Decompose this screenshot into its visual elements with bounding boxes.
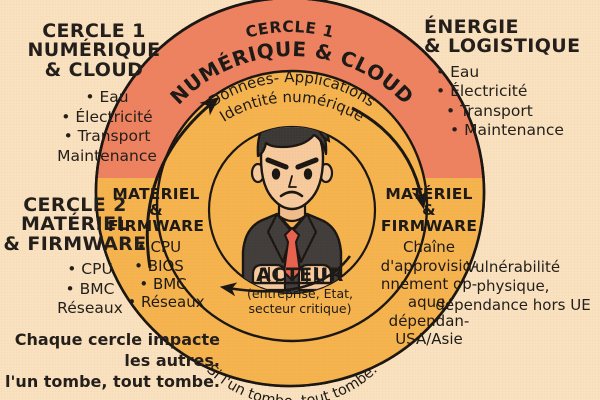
list-item: • Eau <box>85 88 129 107</box>
list-item: Maintenance <box>57 146 157 165</box>
inner-ring-right-label: MATÉRIEL & FIRMWARE Chaîne d'approvisio-… <box>376 186 482 348</box>
list-item: • BIOS <box>134 256 184 275</box>
cercle1-title-line2: NUMÉRIQUE <box>27 39 161 62</box>
footnote-text: Chaque cercle impacte les autres. Si l'u… <box>0 330 220 392</box>
inner-left-heading-line1: MATÈRIEL <box>112 185 200 203</box>
cercle1-title: CERCLE 1 NUMÉRIQUE & CLOUD <box>0 20 200 81</box>
inner-left-heading-line3: FIRMWARE <box>107 217 205 236</box>
inner-ring-left-label: MATÈRIEL & FIRMWARE • CPU • BIOS • BMC •… <box>104 186 208 312</box>
outer-ring-cercle-label: CERCLE 1 <box>244 18 336 42</box>
inner-right-heading-line3: FIRMWARE <box>380 217 478 236</box>
outside-block-cercle1: CERCLE 1 NUMÉRIQUE & CLOUD • Eau • Élect… <box>0 20 200 166</box>
footnote-line2: les autres. <box>124 350 220 370</box>
cercle2-title-line2: MATÉRIEL <box>20 213 130 236</box>
list-item: • Réseaux <box>127 293 205 312</box>
list-item: • Transport <box>63 127 151 146</box>
acteur-subtitle: (entreprise, Etat, secteur critique) <box>224 286 376 317</box>
inner-right-body-line4: aque, <box>407 293 451 312</box>
vulnerabilite-line2: physique, <box>476 277 550 296</box>
inner-left-heading-line2: & <box>149 201 163 220</box>
footnote-line3: Si l'un tombe, tout tombe. <box>0 371 220 391</box>
list-item: • Électricité <box>61 107 153 126</box>
cercle2-item-list: • CPU • BMC Réseaux <box>0 260 172 319</box>
vulnerabilite-line3: dépendance hors UE <box>435 296 591 315</box>
outside-block-cercle2: CERCLE 2 MATÉRIEL & FIRMWARE • CPU • BMC… <box>0 194 172 319</box>
inner-right-body-line5: dépendan- <box>388 311 470 330</box>
cercle1-item-list: • Eau • Électricité • Transport Maintena… <box>0 88 200 166</box>
cercle2-title-line3: & FIRMWARE <box>3 232 147 255</box>
list-item: • Électricité <box>436 82 528 101</box>
vulnerabilite-line1: Vulnérabilité <box>465 258 561 276</box>
arrow-inner <box>219 255 352 297</box>
inner-right-heading-line1: MATÉRIEL <box>385 185 473 203</box>
footnote-line1: Chaque cercle impacte <box>14 330 220 349</box>
acteur-title: ACTEUR <box>256 264 344 286</box>
list-item: • Maintenance <box>450 121 564 140</box>
cercle2-title: CERCLE 2 MATÉRIEL & FIRMWARE <box>0 194 172 255</box>
outside-block-vulnerabilite: Vulnérabilité physique, dépendance hors … <box>430 258 596 316</box>
energie-title-line1: ÉNERGIE <box>424 16 519 38</box>
cercle1-title-line1: CERCLE 1 <box>42 20 146 42</box>
energie-item-list: • Eau • Électricité • Transport • Mainte… <box>424 63 600 141</box>
outside-block-energie: ÉNERGIE & LOGISTIQUE • Eau • Électricité… <box>424 16 600 141</box>
inner-right-body-line1: Chaîne <box>402 238 456 257</box>
energie-title-line2: & LOGISTIQUE <box>424 35 581 58</box>
cercle1-title-line3: & CLOUD <box>44 58 144 81</box>
inner-right-body-line6: USA/Asie <box>395 329 463 348</box>
list-item: • BMC <box>139 274 187 293</box>
list-item: • CPU <box>136 238 182 257</box>
arrow-outer-left <box>145 96 220 269</box>
inner-right-body-line3: nnement op- <box>380 274 478 293</box>
acteur-subtitle-line1: (entreprise, Etat, <box>247 286 353 301</box>
acteur-subtitle-line2: secteur critique) <box>248 300 352 316</box>
inner-right-body-line2: d'approvisio- <box>380 256 478 275</box>
inner-right-body: Chaîne d'approvisio- nnement op- aque, d… <box>376 238 482 348</box>
inner-right-heading: MATÉRIEL & FIRMWARE <box>376 186 482 234</box>
list-item: • BMC <box>65 279 115 298</box>
list-item: • CPU <box>67 260 113 279</box>
list-item: • Eau <box>436 62 480 81</box>
cercle2-title-line1: CERCLE 2 <box>23 194 127 216</box>
acteur-caption: ACTEUR (entreprise, Etat, secteur critiq… <box>224 264 376 317</box>
energie-title: ÉNERGIE & LOGISTIQUE <box>424 16 600 58</box>
arrow-outer-right <box>351 106 429 210</box>
list-item: Réseaux <box>57 299 123 318</box>
inner-left-item-list: • CPU • BIOS • BMC • Réseaux <box>104 238 208 311</box>
inner-right-heading-line2: & <box>422 201 436 220</box>
list-item: • Transport <box>446 101 533 120</box>
inner-left-heading: MATÈRIEL & FIRMWARE <box>104 186 208 234</box>
